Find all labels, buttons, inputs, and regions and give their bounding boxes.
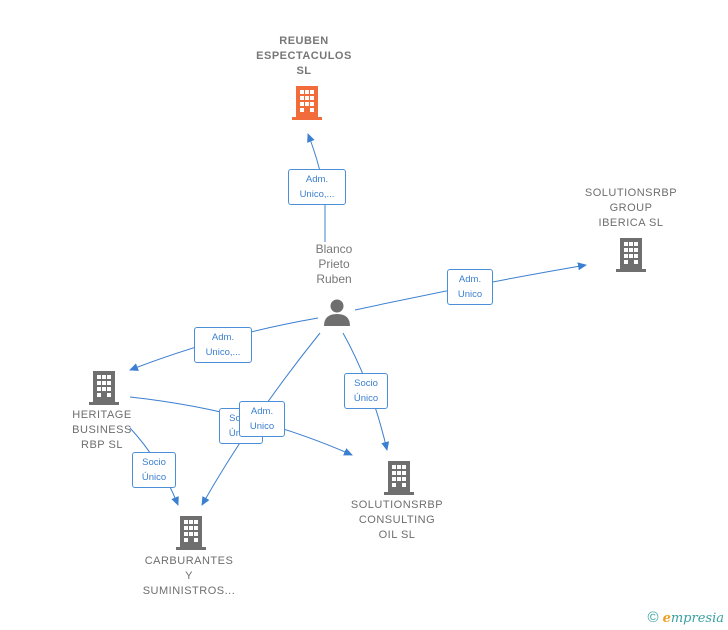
label-line: Prieto [318,257,350,271]
company-label-consulting[interactable]: SOLUTIONSRBP CONSULTING OIL SL [338,498,456,543]
edge-label-socio-consulting[interactable]: Socio Único [344,373,388,409]
edge-label-line: Adm. [458,274,482,285]
label-line: SL [296,65,312,77]
company-label-iberica[interactable]: SOLUTIONSRBP GROUP IBERICA SL [572,186,690,231]
edge-label-line: Unico,... [205,347,241,358]
building-icon-consulting[interactable] [382,459,416,495]
label-line: Blanco [315,242,353,256]
label-line: IBERICA SL [598,217,664,229]
edge-label-line: Socio [142,457,166,468]
edge-label-line: Adm. [211,332,235,343]
edge-label-line: Unico,... [299,189,335,200]
edge-label-socio-carburantes[interactable]: Socio Único [132,452,176,488]
edge-label-line: Unico [249,421,275,432]
person-icon[interactable] [322,297,352,327]
copyright-icon: © [647,609,659,626]
label-line: Y [185,570,193,582]
building-icon-iberica[interactable] [614,236,648,272]
company-label-carburantes[interactable]: CARBURANTES Y SUMINISTROS... [130,554,248,599]
label-line: OIL SL [378,529,416,541]
building-icon-heritage[interactable] [87,369,121,405]
label-line: REUBEN [279,35,329,47]
brand-watermark: ©empresia [648,609,724,626]
label-line: CONSULTING [358,514,436,526]
label-line: SUMINISTROS... [142,585,236,597]
edge-label-adm-heritage[interactable]: Adm. Unico,... [194,327,252,363]
label-line: CARBURANTES [144,555,234,567]
edge-label-adm-iberica[interactable]: Adm. Unico [447,269,493,305]
label-line: HERITAGE [72,409,132,421]
company-label-reuben[interactable]: REUBEN ESPECTACULOS SL [232,34,376,79]
edge-label-line: Unico [457,289,483,300]
brand-name: mpresia [670,611,724,626]
person-label[interactable]: Blanco Prieto Ruben [294,242,374,287]
edge-label-adm-reuben[interactable]: Adm. Unico,... [288,169,346,205]
label-line: BUSINESS [72,424,132,436]
label-line: SOLUTIONSRBP [584,187,678,199]
edge-label-line: Único [353,393,379,404]
edge-label-adm-carburantes[interactable]: Adm. Unico [239,401,285,437]
label-line: ESPECTACULOS [256,50,352,62]
edge-label-line: Socio [354,378,378,389]
company-label-heritage[interactable]: HERITAGE BUSINESS RBP SL [52,408,152,453]
label-line: RBP SL [81,439,123,451]
label-line: SOLUTIONSRBP [350,499,444,511]
label-line: GROUP [609,202,653,214]
edge-label-line: Único [141,472,167,483]
brand-first-letter: e [662,611,671,626]
building-icon-carburantes[interactable] [174,514,208,550]
building-icon-reuben[interactable] [290,84,324,120]
edge-label-line: Adm. [250,406,274,417]
label-line: Ruben [316,272,352,286]
edge-label-line: Adm. [305,174,329,185]
